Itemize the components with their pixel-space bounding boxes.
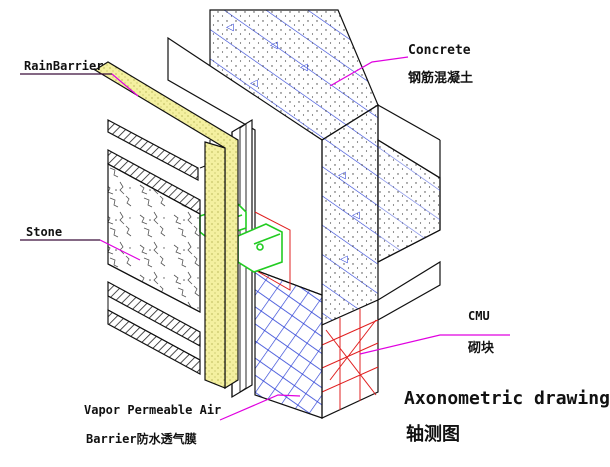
- flashing-line: [254, 211, 291, 291]
- label-concrete-cn: 钢筋混凝土: [408, 70, 473, 86]
- label-stone: Stone: [26, 225, 62, 239]
- drawing-title-cn: 轴测图: [406, 423, 460, 445]
- svg-text:◁: ◁: [250, 78, 258, 89]
- leader-concrete: [329, 56, 409, 87]
- svg-text:◁: ◁: [352, 210, 360, 221]
- label-vapor-line1: Vapor Permeable Air: [84, 403, 221, 417]
- svg-text:◁: ◁: [338, 170, 346, 181]
- cmu-block: [321, 260, 441, 419]
- concrete-floor-slab: [377, 104, 441, 263]
- insulation: [254, 269, 323, 419]
- rain-barrier: [93, 61, 239, 390]
- leader-vapor: [219, 394, 301, 421]
- stone-panels: [107, 119, 206, 376]
- label-vapor-line2: Barrier防水透气膜: [86, 431, 197, 446]
- svg-text:◁: ◁: [226, 22, 234, 33]
- svg-text:◁: ◁: [300, 62, 308, 73]
- drawing-title: Axonometric drawing: [404, 388, 610, 409]
- label-cmu: CMU: [468, 309, 490, 323]
- label-cmu-cn: 砌块: [467, 340, 495, 356]
- leader-cmu: [359, 334, 510, 355]
- concrete-slab: ◁ ◁ ◁ ◁: [209, 9, 379, 141]
- concrete-column: ◁ ◁ ◁: [321, 103, 379, 326]
- label-concrete: Concrete: [408, 43, 471, 58]
- svg-text:◁: ◁: [340, 254, 348, 265]
- svg-text:◁: ◁: [270, 40, 278, 51]
- label-rainbarrier: RainBarrier: [24, 59, 103, 73]
